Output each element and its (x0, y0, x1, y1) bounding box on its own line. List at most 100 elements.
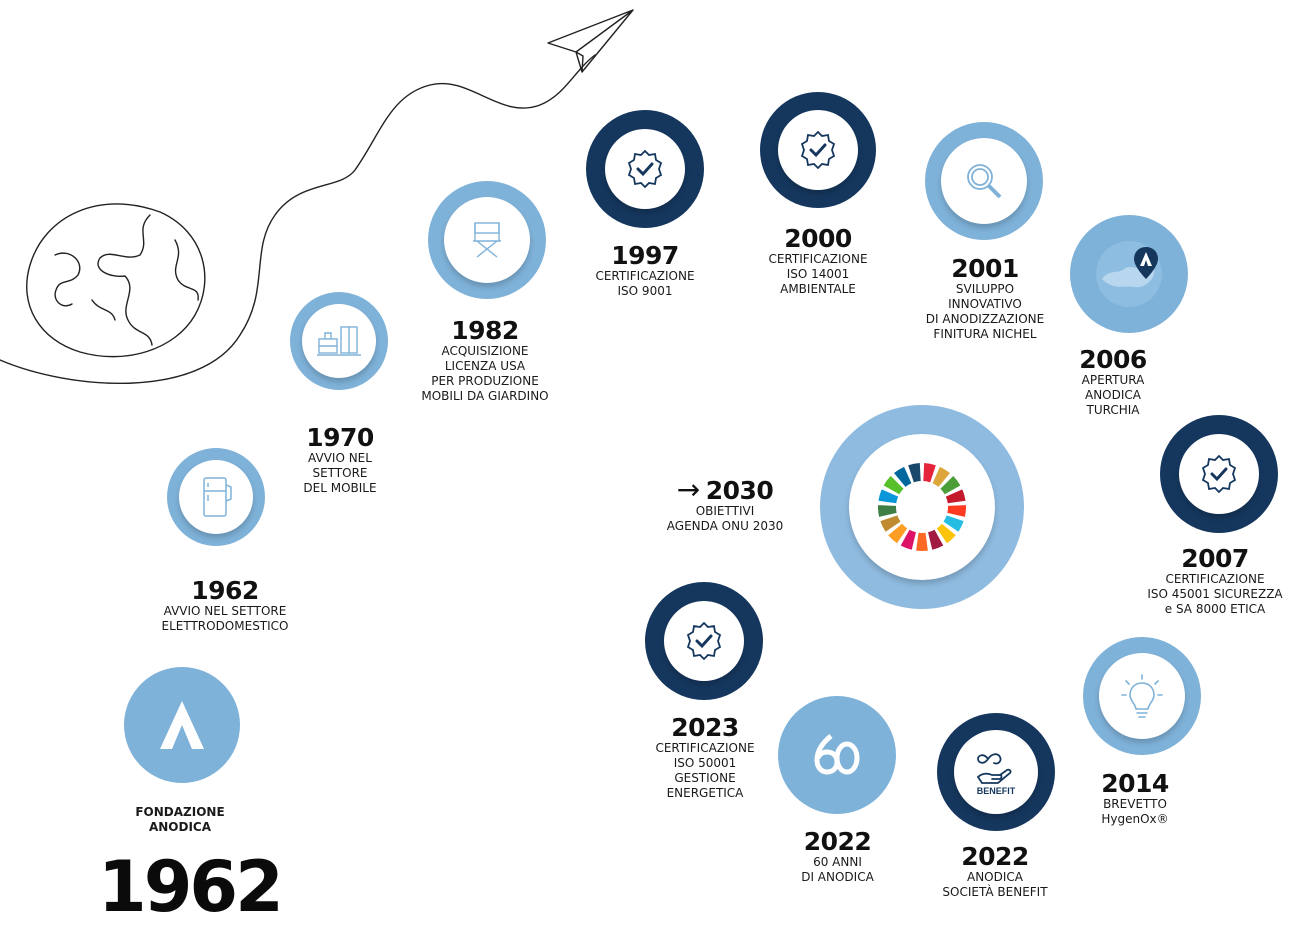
milestone-text: INNOVATIVO (948, 297, 1022, 311)
milestone-label: 1962 AVVIO NEL SETTORE ELETTRODOMESTICO (135, 577, 315, 634)
milestone-text: ELETTRODOMESTICO (161, 619, 289, 633)
certified-badge-icon (686, 621, 722, 661)
milestone-text: PER PRODUZIONE (431, 374, 539, 388)
foundation-line: ANODICA (148, 820, 212, 834)
sdg-wheel-segment (943, 515, 964, 532)
lightbulb-icon (1121, 674, 1163, 718)
milestone-marker (778, 696, 896, 814)
sdg-wheel-segment (883, 476, 904, 495)
milestone-marker (1070, 215, 1188, 333)
refrigerator-icon (203, 477, 232, 517)
milestone-year: 2007 (1181, 544, 1249, 573)
milestone-text: ACQUISIZIONE (441, 344, 529, 358)
milestone-label: 2007 CERTIFICAZIONE ISO 45001 SICUREZZA … (1120, 545, 1310, 617)
milestone-label: 2014 BREVETTO HygenOx® (1080, 770, 1190, 827)
milestone-year: 2001 (951, 254, 1019, 283)
milestone-text: CERTIFICAZIONE (768, 252, 868, 266)
magnifier-icon (967, 164, 1002, 199)
paper-plane-icon (547, 9, 634, 73)
milestone-text: CERTIFICAZIONE (595, 269, 695, 283)
milestone-marker: BENEFIT (937, 713, 1055, 831)
milestone-text: ISO 9001 (617, 284, 673, 298)
milestone-marker (925, 122, 1043, 240)
benefit-icon: BENEFIT (977, 753, 1016, 796)
foundation-label: FONDAZIONE ANODICA (110, 805, 250, 835)
milestone-label: 2022 ANODICA SOCIETÀ BENEFIT (920, 843, 1070, 900)
milestone-text: e SA 8000 ETICA (1164, 602, 1266, 616)
milestone-label: 2000 CERTIFICAZIONE ISO 14001 AMBIENTALE (738, 225, 898, 297)
milestone-year: 2022 (961, 842, 1029, 871)
goal-marker (820, 405, 1024, 609)
milestone-year: 2006 (1079, 345, 1147, 374)
milestone-marker (645, 582, 763, 700)
furniture-icon (317, 326, 361, 356)
milestone-label: 1982 ACQUISIZIONE LICENZA USA PER PRODUZ… (395, 317, 575, 404)
sdg-wheel-segment (923, 463, 936, 483)
sdg-wheel-segment (945, 489, 966, 504)
milestone-marker (167, 448, 265, 546)
sdg-wheel-segment (894, 466, 912, 487)
milestone-label: 2001 SVILUPPO INNOVATIVO DI ANODIZZAZION… (905, 255, 1065, 342)
sdg-wheel-icon (878, 463, 966, 551)
milestone-year: 2014 (1101, 769, 1169, 798)
foundation-year: 1962 (98, 846, 284, 928)
milestone-text: LICENZA USA (444, 359, 526, 373)
milestone-text: FINITURA NICHEL (933, 327, 1037, 341)
sdg-wheel-segment (878, 505, 897, 517)
milestone-year: 1962 (191, 576, 259, 605)
milestone-text: BREVETTO (1103, 797, 1167, 811)
goal-label: →2030 OBIETTIVI AGENDA ONU 2030 (640, 476, 810, 534)
milestone-marker (760, 92, 876, 208)
milestone-text: DI ANODICA (801, 870, 874, 884)
milestone-marker-foundation (124, 667, 240, 783)
milestone-text: APERTURA (1081, 373, 1145, 387)
sdg-wheel-segment (940, 476, 961, 495)
sdg-wheel-segment (880, 515, 901, 532)
milestone-year: 2023 (671, 713, 739, 742)
goal-text: OBIETTIVI (695, 504, 755, 518)
milestone-marker (586, 110, 704, 228)
milestone-text: ENERGETICA (666, 786, 744, 800)
map-pin-icon (1096, 241, 1162, 307)
milestone-label: 1970 AVVIO NEL SETTORE DEL MOBILE (285, 424, 395, 496)
milestone-text: ISO 14001 (786, 267, 850, 281)
milestone-year: 1970 (306, 423, 374, 452)
directors-chair-icon (473, 222, 501, 258)
milestone-label: 2022 60 ANNI DI ANODICA (770, 828, 905, 885)
sdg-wheel-segment (928, 529, 944, 550)
milestone-label: 2006 APERTURA ANODICA TURCHIA (1058, 346, 1168, 418)
globe-icon (26, 203, 206, 358)
milestone-text: TURCHIA (1086, 403, 1140, 417)
milestone-marker (428, 181, 546, 299)
milestone-text: AVVIO NEL SETTORE (163, 604, 287, 618)
arrow-right-icon: → (676, 473, 700, 506)
milestone-text: DEL MOBILE (303, 481, 377, 495)
milestone-text: AVVIO NEL (308, 451, 372, 465)
goal-year: 2030 (705, 476, 774, 505)
milestone-text: SOCIETÀ BENEFIT (942, 885, 1048, 899)
milestone-text: CERTIFICAZIONE (655, 741, 755, 755)
sdg-wheel-segment (900, 529, 916, 550)
milestone-marker (290, 292, 388, 390)
certified-badge-icon (1201, 454, 1237, 494)
milestone-label: 2023 CERTIFICAZIONE ISO 50001 GESTIONE E… (625, 714, 785, 801)
milestone-text: ISO 50001 (673, 756, 737, 770)
milestone-text: CERTIFICAZIONE (1165, 572, 1265, 586)
milestone-text: DI ANODIZZAZIONE (925, 312, 1045, 326)
milestone-text: ANODICA (1085, 388, 1141, 402)
sdg-wheel-segment (936, 523, 956, 544)
milestone-marker (1083, 637, 1201, 755)
milestone-label: 1997 CERTIFICAZIONE ISO 9001 (565, 242, 725, 299)
flight-path (0, 54, 596, 385)
milestone-text: GESTIONE (674, 771, 736, 785)
milestone-text: AMBIENTALE (780, 282, 856, 296)
milestone-year: 2022 (803, 827, 872, 856)
milestone-text: SVILUPPO (955, 282, 1015, 296)
milestone-text: 60 ANNI (813, 855, 862, 869)
sdg-wheel-segment (908, 463, 921, 483)
certified-badge-icon (800, 130, 836, 170)
sdg-wheel-segment (947, 505, 966, 517)
sdg-wheel-segment (932, 466, 950, 487)
sixty-icon (814, 734, 860, 775)
